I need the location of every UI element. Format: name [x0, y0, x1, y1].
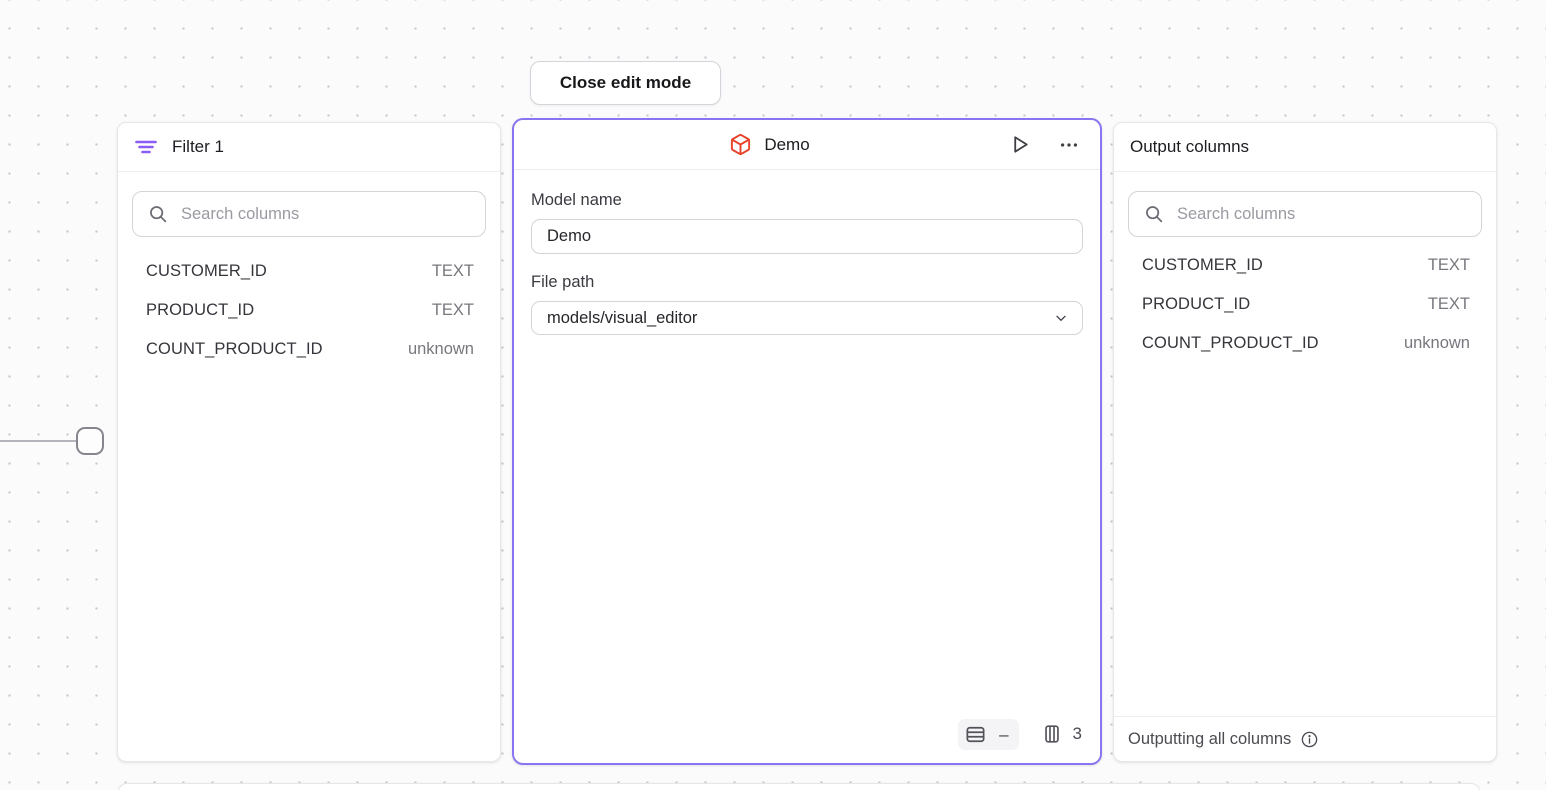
play-icon: [1009, 133, 1032, 156]
more-options-button[interactable]: [1056, 132, 1082, 158]
filter-lines-icon: [134, 135, 158, 159]
filter-column-list: CUSTOMER_ID TEXT PRODUCT_ID TEXT COUNT_P…: [118, 252, 500, 369]
column-row[interactable]: PRODUCT_ID TEXT: [118, 291, 500, 330]
output-footer-text: Outputting all columns: [1128, 729, 1292, 748]
column-name: CUSTOMER_ID: [146, 262, 267, 280]
column-name: PRODUCT_ID: [1142, 295, 1251, 313]
file-path-value: models/visual_editor: [547, 308, 698, 327]
output-search-input[interactable]: [1177, 204, 1467, 224]
output-columns-panel[interactable]: Output columns CUSTOMER_ID TEXT PRODUCT_…: [1113, 122, 1497, 762]
column-name: COUNT_PRODUCT_ID: [146, 340, 323, 358]
column-row[interactable]: CUSTOMER_ID TEXT: [118, 252, 500, 291]
close-edit-mode-button[interactable]: Close edit mode: [530, 61, 721, 105]
cube-icon: [729, 133, 752, 156]
output-panel-footer: Outputting all columns: [1114, 716, 1496, 761]
column-type: unknown: [407, 340, 474, 358]
output-search-box[interactable]: [1128, 191, 1482, 237]
filter-node-panel[interactable]: Filter 1 CUSTOMER_ID TEXT PRODUCT_ID TEX…: [117, 122, 501, 762]
model-panel-title: Demo: [764, 134, 810, 154]
column-type: TEXT: [1427, 256, 1470, 274]
column-row[interactable]: CUSTOMER_ID TEXT: [1114, 246, 1496, 285]
chevron-down-icon: [1053, 310, 1069, 326]
column-row[interactable]: COUNT_PRODUCT_ID unknown: [1114, 324, 1496, 363]
run-model-button[interactable]: [1007, 131, 1034, 158]
file-path-label: File path: [531, 273, 595, 291]
output-panel-header: Output columns: [1114, 123, 1496, 172]
search-icon: [147, 203, 169, 225]
column-type: unknown: [1403, 334, 1470, 352]
column-type: TEXT: [431, 301, 474, 319]
model-name-input[interactable]: [531, 219, 1083, 254]
column-row[interactable]: COUNT_PRODUCT_ID unknown: [118, 330, 500, 369]
filter-search-box[interactable]: [132, 191, 486, 237]
column-name: PRODUCT_ID: [146, 301, 255, 319]
file-path-select[interactable]: models/visual_editor: [531, 301, 1083, 335]
ellipsis-icon: [1058, 134, 1080, 156]
column-name: COUNT_PRODUCT_ID: [1142, 334, 1319, 352]
column-count-value: 3: [1072, 724, 1082, 743]
column-type: TEXT: [431, 262, 474, 280]
column-name: CUSTOMER_ID: [1142, 256, 1263, 274]
table-rows-icon: [964, 723, 987, 746]
output-column-list: CUSTOMER_ID TEXT PRODUCT_ID TEXT COUNT_P…: [1114, 246, 1496, 363]
search-icon: [1143, 203, 1165, 225]
model-name-label: Model name: [531, 191, 622, 209]
model-panel-body: Model name File path models/visual_edito…: [514, 170, 1100, 715]
column-count-stat[interactable]: 3: [1041, 723, 1082, 745]
column-type: TEXT: [1427, 295, 1470, 313]
bottom-partial-panel[interactable]: [118, 783, 1480, 790]
output-panel-title: Output columns: [1130, 137, 1250, 156]
filter-panel-title: Filter 1: [172, 137, 224, 156]
filter-search-input[interactable]: [181, 204, 471, 224]
table-columns-icon: [1041, 723, 1063, 745]
connector-edge: [0, 440, 77, 442]
connector-handle[interactable]: [76, 427, 104, 455]
column-row[interactable]: PRODUCT_ID TEXT: [1114, 285, 1496, 324]
model-panel-footer: – 3: [514, 715, 1100, 763]
model-panel-header: Demo: [514, 120, 1100, 170]
row-count-stat[interactable]: –: [958, 718, 1019, 750]
info-icon[interactable]: [1300, 730, 1319, 749]
model-node-panel[interactable]: Demo: [512, 118, 1102, 765]
row-count-value: –: [999, 724, 1009, 744]
filter-panel-header: Filter 1: [118, 123, 500, 172]
